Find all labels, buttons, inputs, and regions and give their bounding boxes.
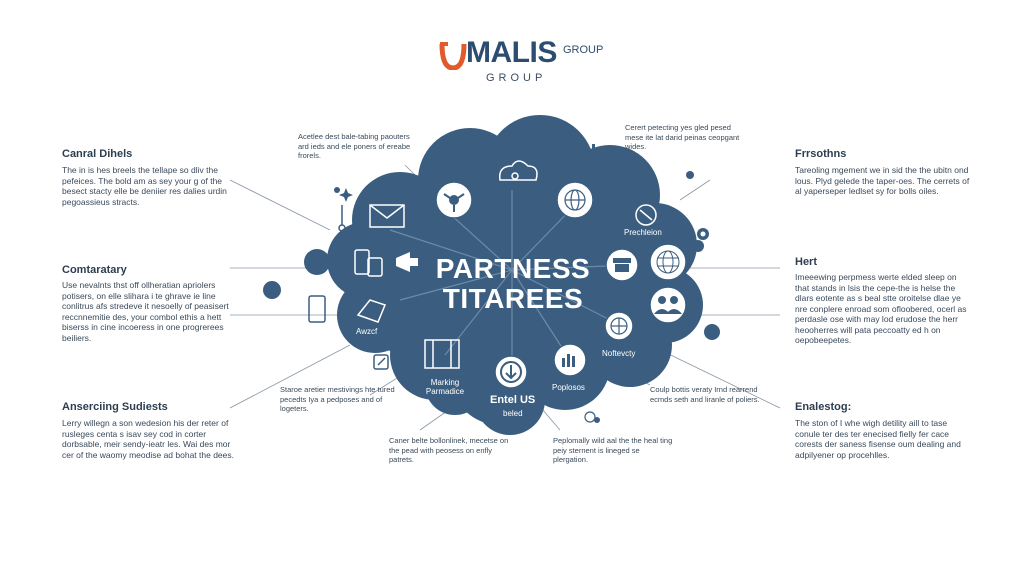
- brand-logo: MALIS GROUP GROUP: [438, 36, 608, 86]
- right-section-text-2: Imeeewing perpmess werte elded sleep on …: [795, 272, 967, 345]
- download-icon: [500, 361, 522, 383]
- mobile-devices-icon: [354, 249, 383, 277]
- center-title-line1: PARTNESS: [435, 253, 591, 284]
- node-label-beled: beled: [503, 409, 523, 418]
- right-section-text-1: Tareoling mgement we in sid the the ubit…: [795, 165, 970, 196]
- right-section-title-3: Enalestog:: [795, 401, 852, 413]
- callout-bottom-left: Caner belte bollonlinek, mecetse on the …: [389, 436, 509, 464]
- center-title-line2: TITAREES: [442, 283, 584, 314]
- left-section-title-2: Comtaratary: [62, 264, 127, 276]
- left-section-text-3: Lerry willegn a son wedesion his der ret…: [62, 418, 234, 460]
- center-title: PARTNESS TITAREES: [418, 254, 608, 314]
- globe-icon: [564, 189, 586, 211]
- node-label-prechleion: Prechleion: [624, 228, 662, 237]
- brand-name: MALIS: [466, 36, 557, 69]
- gear-icon: [697, 228, 709, 240]
- right-section-title-2: Hert: [795, 256, 818, 268]
- share-icon: [373, 354, 389, 370]
- central-cloud: [327, 115, 703, 435]
- node-label-poplosos: Poplosos: [552, 383, 585, 392]
- world-grid-icon: [656, 250, 680, 274]
- satellite-dots: [263, 171, 720, 423]
- satellite-icon: [635, 204, 657, 226]
- megaphone-icon: [396, 252, 418, 272]
- handshake-icon: [356, 299, 386, 323]
- left-section-text-2: Use nevalnts thst off ollheratian apriol…: [62, 280, 229, 343]
- world-grid-icon-bg: [649, 243, 687, 281]
- right-section-text-3: The ston of I whe wigh detility aill to …: [795, 418, 961, 460]
- logo-mark-icon: [439, 42, 467, 70]
- callout-top-left: Acetlee dest bale-tabing paouters ard ie…: [298, 132, 411, 160]
- people-cloud-icon: [499, 160, 538, 181]
- store-icon: [613, 258, 631, 272]
- small-compass-icon: [584, 411, 596, 423]
- left-section-title-3: Anserciing Sudiests: [62, 401, 168, 413]
- callout-bottom-right: Peplomally wild aal the the heal ting pe…: [553, 436, 673, 464]
- node-label-entel: Entel US: [490, 394, 536, 406]
- compass-icon: [610, 317, 628, 335]
- icon-nodes: [435, 181, 687, 389]
- callout-mid-right: Coulp bottis veraty Irnd rearrend ecmds …: [650, 385, 760, 404]
- inner-spokes: [389, 190, 631, 370]
- brand-suffix: GROUP: [563, 44, 604, 56]
- node-label-awzcf: Awzcf: [356, 327, 378, 336]
- users-icon-bg: [649, 286, 687, 324]
- right-section-title-1: Frrsothns: [795, 148, 847, 160]
- brand-subtitle: GROUP: [486, 72, 547, 84]
- users-icon: [654, 296, 682, 314]
- bar-chart-icon: [577, 144, 595, 160]
- thermometer-icon: [338, 205, 346, 232]
- node-label-marking: Marking Parmadice: [425, 378, 465, 396]
- callout-mid-left: Staroe aretier mestivings hte tured pece…: [280, 385, 395, 413]
- sparkle-icon: [339, 148, 452, 202]
- callout-top-right: Cerert petecting yes gled pesed mese ite…: [625, 123, 740, 151]
- smartphone-icon: [308, 295, 326, 323]
- radiation-icon: [443, 193, 465, 212]
- node-label-noftevcty: Noftevcty: [602, 349, 636, 358]
- film-icon: [424, 339, 460, 369]
- left-section-title-1: Canral Dihels: [62, 148, 133, 160]
- analytics-icon: [562, 354, 575, 367]
- email-icon: [369, 204, 405, 228]
- left-section-text-1: The in is hes breels the tellape so dliv…: [62, 165, 227, 207]
